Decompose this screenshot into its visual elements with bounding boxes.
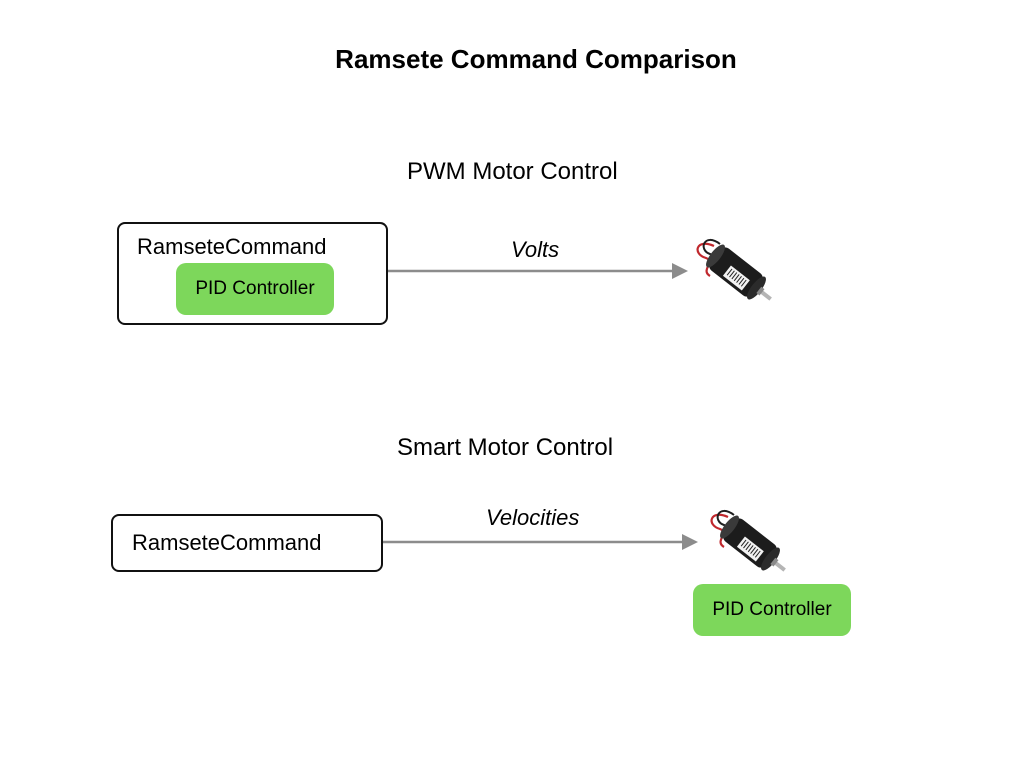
pwm-arrow xyxy=(388,263,688,279)
smart-ramsete-command-label: RamseteCommand xyxy=(132,530,322,555)
smart-pid-controller: PID Controller xyxy=(693,584,851,636)
pwm-pid-controller: PID Controller xyxy=(176,263,334,315)
pwm-ramsete-command-box: RamseteCommand PID Controller xyxy=(117,222,388,325)
smart-arrow xyxy=(383,534,698,550)
smart-arrow-label: Velocities xyxy=(486,505,580,530)
diagram-title: Ramsete Command Comparison xyxy=(335,44,737,74)
smart-section-heading: Smart Motor Control xyxy=(397,434,614,461)
smart-ramsete-command-box: RamseteCommand xyxy=(111,514,383,572)
motor-icon xyxy=(710,509,795,583)
pwm-arrow-label: Volts xyxy=(511,237,560,262)
pwm-ramsete-command-label: RamseteCommand xyxy=(137,234,327,259)
pwm-section-heading: PWM Motor Control xyxy=(407,158,618,185)
motor-icon xyxy=(696,238,781,312)
